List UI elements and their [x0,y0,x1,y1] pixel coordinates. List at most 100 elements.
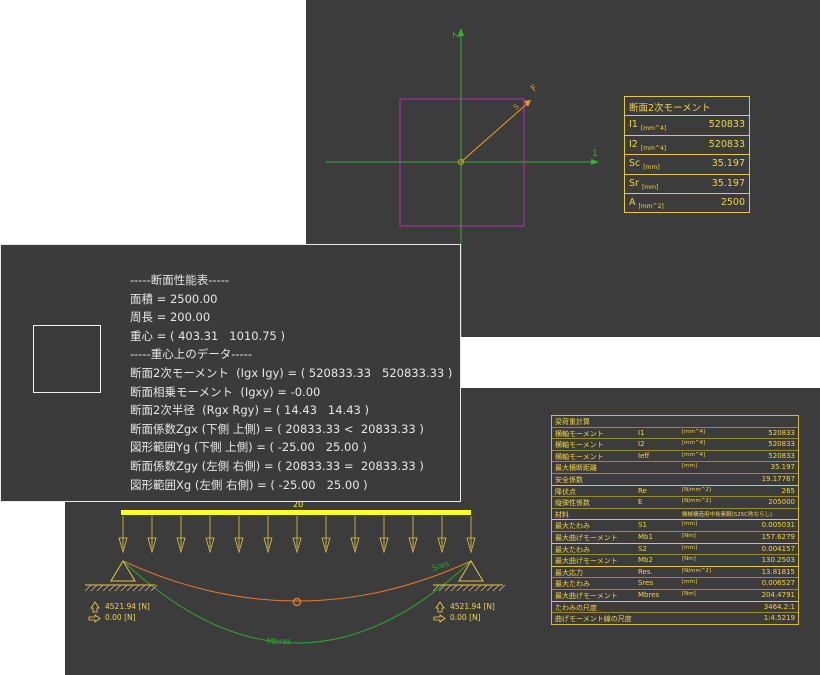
force-label: F [530,83,540,94]
moment-row-sr: Sr [mm] 35.197 [625,173,749,193]
beam-table-cell-c3: [mm] [682,463,698,470]
beam-table-title-row: 梁荷重計算 [552,416,798,427]
section-property-line: 断面係数Zgx (下側 上側) = ( 20833.33 < 20833.33 … [130,421,424,436]
load-arrow [176,516,186,554]
moment-row-label: I1 [629,119,638,131]
beam-table-cell-c2: E [638,498,643,507]
section-property-line: -----断面性能表----- [130,273,229,287]
section-property-line: 面積 = 2500.00 [130,291,218,306]
beam-table-cell-c1: 最大横断距離 [555,464,597,473]
beam-table-cell-c4: 0.006527 [761,579,795,588]
beam-table-cell-c1: 最大曲げモーメント [555,591,618,600]
moment-row-value: 520833 [708,138,745,150]
beam-table-cell-c1: 横軸モーメント [555,429,604,438]
beam-table-cell-c3: [mm] [682,579,698,586]
moment-row-i1: I1 [mm^4] 520833 [625,115,749,134]
beam-table-cell-c1: 最大応力 [555,568,583,577]
load-arrow [350,516,360,554]
beam-table-cell-c3: [mm^4] [682,440,706,447]
beam-table-cell-c2: I2 [638,440,645,449]
distributed-load-bar [121,510,471,515]
section-property-line: 図形範囲Yg (下側 上側) = ( -25.00 25.00 ) [130,440,367,455]
beam-table-cell-c4: 0.004157 [761,544,795,553]
moment-row-unit: [mm^4] [640,125,667,133]
beam-table-cell-c3: [Nm] [682,532,696,539]
beam-table-cell-c3: [mm^4] [682,451,706,458]
moment-row-a: A [mm^2] 2500 [625,192,749,212]
beam-table-cell-c2: S1 [638,521,647,530]
left-reaction-arrows [88,601,101,623]
beam-table-cell-c3: [N/mm^2] [682,486,712,493]
beam-table-cell-c1: たわみの尺度 [555,603,597,612]
moment-curve [122,560,472,644]
load-arrow [321,516,331,554]
beam-table-cell-c1: 横軸モーメント [555,441,604,450]
moment-row-unit: [mm] [641,183,659,191]
section-property-line: 断面相乗モーメント (Igxy) = -0.00 [130,384,321,399]
moment-row-value: 2500 [720,196,745,208]
beam-table-cell-c1: 最大たわみ [555,545,590,554]
section-view-canvas: Z 1 F S [326,28,599,337]
load-arrow [292,516,302,554]
beam-table-cell-c3: 機械構造用中炭素鋼(S25C熱ならし) [682,511,773,518]
centroid-marker [458,159,464,165]
moment-row-unit: [mm] [643,164,660,172]
s-vector [460,109,521,163]
beam-table-cell-c1: 横軸モーメント [555,452,604,461]
beam-table-cell-c4: 520833 [768,451,795,460]
load-arrow [234,516,244,554]
right-reaction-arrows [433,601,446,623]
beam-table-cell-c3: [N/mm^2] [682,567,712,574]
section-property-line: 断面係数Zgy (左側 右側) = ( 20833.33 = 20833.33 … [130,458,424,473]
right-reaction-horizontal: 0.00 [N] [450,613,481,622]
beam-table-cell-c2: Mb1 [638,532,653,541]
max-deflection-marker [292,597,302,607]
beam-table-cell-c2: Res. [638,567,653,576]
load-arrow [437,516,447,554]
beam-table-cell-c4: 520833 [768,440,795,449]
force-arrowhead [524,100,531,107]
beam-table-cell-c4: 1:4.5219 [763,614,795,623]
left-reaction-vertical: 4521.94 [N] [105,602,150,611]
beam-table-row: 最大横断距離[mm]35.197 [552,461,798,473]
s-label: S [512,102,521,111]
beam-table-cell-c3: [mm] [682,544,698,551]
moment-table-title-row: 断面2次モーメント [625,97,749,115]
load-arrow [118,516,128,554]
moment-row-value: 35.197 [711,158,745,170]
beam-table-cell-c1: 縦弾性係数 [555,499,590,508]
beam-table-cell-c2: Mb2 [638,556,653,565]
section-property-line: 断面2次半径 (Rgx Rgy) = ( 14.43 14.43 ) [130,403,369,418]
beam-table-cell-c2: Re [638,486,647,495]
beam-table-cell-c1: 最大たわみ [555,580,590,589]
beam-table-cell-c4: 520833 [768,428,795,437]
load-arrow [379,516,389,554]
left-reaction-horizontal: 0.00 [N] [105,613,136,622]
moment-row-value: 520833 [708,119,745,131]
load-arrow [147,516,157,554]
section-property-line: 重心 = ( 403.31 1010.75 ) [130,328,285,343]
beam-table-cell-c3: [Nm] [682,556,696,563]
z-axis-arrow [458,28,464,36]
beam-calc-table: 梁荷重計算 横軸モーメント I1 [mm^4] 520833 横軸モーメント I2 [mm^… [551,415,799,625]
mbres-label: Mbres [267,637,291,646]
load-arrow [205,516,215,554]
beam-table-row: 横軸モーメント I2 [mm^4] 520833 [552,438,798,450]
beam-table-cell-c1: 材料 [555,510,569,519]
load-arrow [408,516,418,554]
beam-table-cell-c2: I1 [638,428,645,437]
moment-row-label: I2 [629,138,638,150]
left-support [84,560,158,592]
